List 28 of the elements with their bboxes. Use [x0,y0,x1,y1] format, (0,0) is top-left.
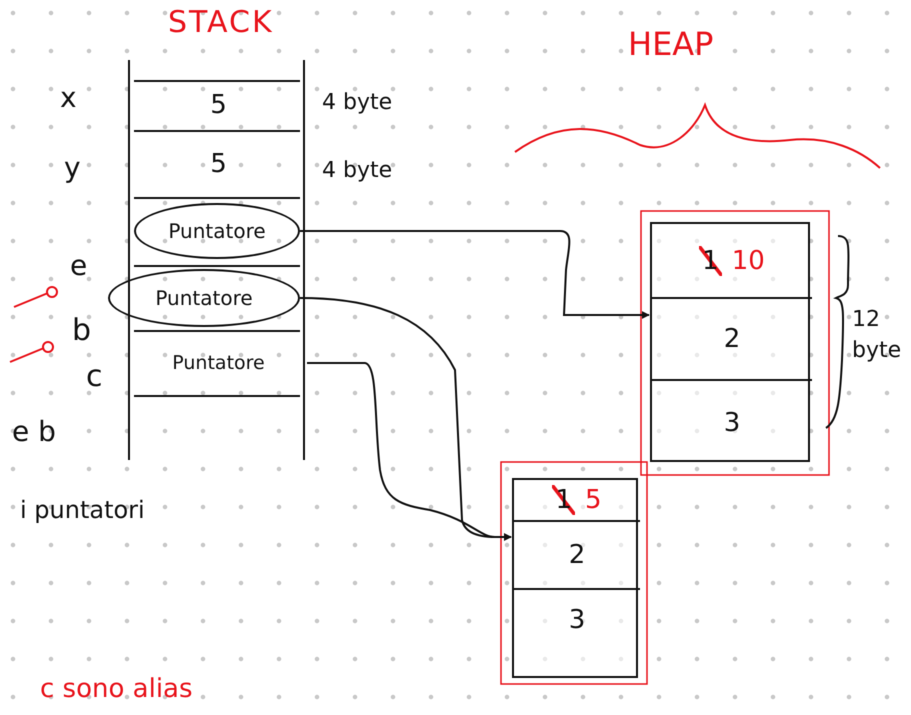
section-heading: HEAP [628,28,714,60]
section-heading: STACK [168,8,274,38]
note-text: e b [12,418,56,446]
note-text: c sono alias [40,676,193,702]
memory-block [650,222,810,462]
arrow [307,362,512,541]
cell-value: 5 [585,485,602,515]
memory-block [512,478,638,678]
memory-cell: 5 [130,130,307,197]
memory-cell: 2 [514,522,640,590]
memory-cell: 3 [514,590,640,650]
note-text: i puntatori [20,498,145,522]
variable-name: b [72,316,92,346]
variable-name: c [86,362,102,392]
variable-name: y [64,154,81,182]
size-note: 12 byte [852,306,902,365]
arrow [300,230,650,319]
memory-cell: 2 [652,299,812,381]
pointer-oval: Puntatore [108,269,300,327]
memory-cell: Puntatore [130,330,307,395]
size-note: 4 byte [322,160,392,182]
cell-value: 10 [732,246,765,276]
memory-cell: 5 [130,80,307,130]
variable-name: e [70,252,88,280]
memory-cell: 3 [652,381,812,464]
pointer-oval: Puntatore [134,203,300,259]
size-note: 4 byte [322,92,392,114]
variable-name: x [60,84,77,112]
